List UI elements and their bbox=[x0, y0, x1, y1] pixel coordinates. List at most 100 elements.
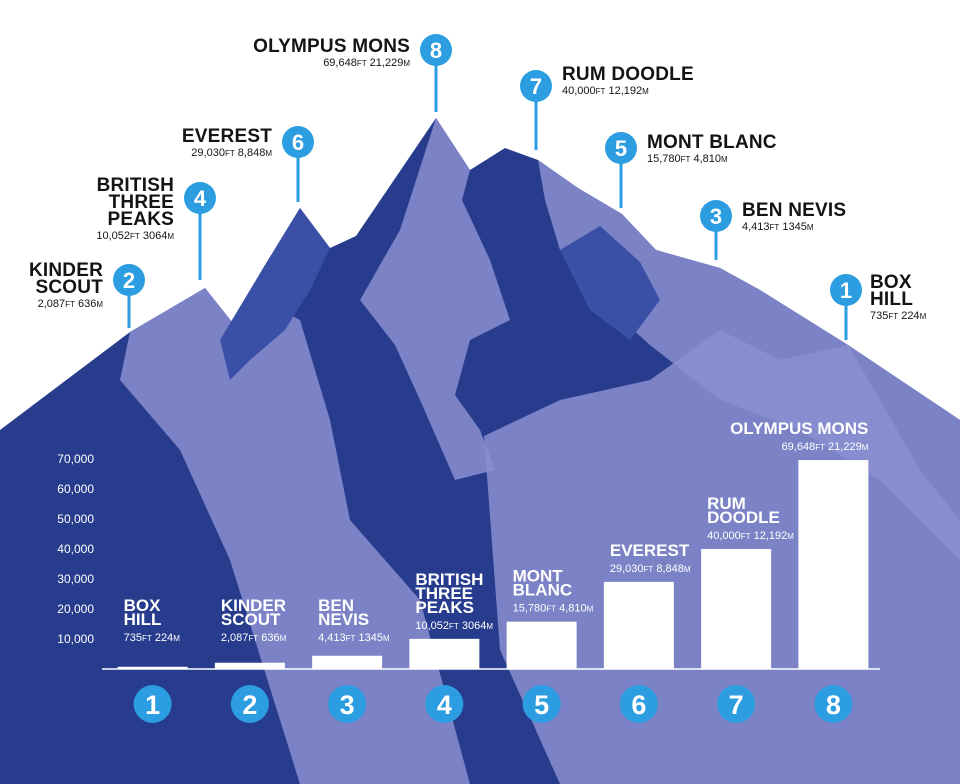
feet-value: 2,087 bbox=[221, 632, 249, 644]
rank-badge-8: 8 bbox=[814, 685, 853, 723]
rank-badge-circle bbox=[717, 685, 756, 723]
bar-name: KINDER bbox=[221, 596, 286, 615]
peak-marker-rank: 4 bbox=[194, 186, 207, 211]
mountain-mid-face bbox=[560, 226, 660, 340]
feet-unit: FT bbox=[741, 532, 751, 541]
mountain-light-face bbox=[120, 288, 470, 784]
feet-value: 15,780 bbox=[513, 603, 547, 615]
feet-unit: FT bbox=[770, 223, 780, 232]
metres-unit: M bbox=[787, 532, 794, 541]
metres-unit: M bbox=[173, 634, 180, 643]
bar-1 bbox=[117, 666, 188, 669]
peak-marker-badge bbox=[113, 264, 145, 296]
bar-name: NEVIS bbox=[318, 610, 369, 629]
rank-badge-3: 3 bbox=[328, 685, 367, 723]
feet-value: 10,052 bbox=[96, 230, 130, 242]
peak-name: KINDER bbox=[29, 260, 103, 281]
rank-badge-circle bbox=[230, 685, 269, 723]
rank-badge-circle bbox=[522, 685, 561, 723]
y-tick-label: 70,000 bbox=[57, 452, 94, 466]
metres-unit: M bbox=[920, 312, 927, 321]
feet-unit: FT bbox=[225, 149, 235, 158]
peak-marker-rank: 6 bbox=[292, 130, 304, 155]
peak-marker-rank: 5 bbox=[615, 136, 627, 161]
metres-value: 224 bbox=[898, 310, 919, 322]
y-tick-label: 40,000 bbox=[57, 542, 94, 556]
bar-height: 40,000FT 12,192M bbox=[707, 530, 794, 542]
peak-marker-badge bbox=[605, 132, 637, 164]
metres-unit: M bbox=[265, 149, 272, 158]
feet-unit: FT bbox=[65, 300, 75, 309]
feet-value: 4,413 bbox=[742, 221, 770, 233]
feet-value: 29,030 bbox=[610, 563, 644, 575]
rank-badge-circle bbox=[619, 685, 658, 723]
feet-value: 10,052 bbox=[415, 620, 449, 632]
bar-height: 4,413FT 1345M bbox=[318, 632, 390, 644]
peak-height: 15,780FT 4,810M bbox=[647, 153, 728, 165]
peak-marker-rank: 7 bbox=[530, 74, 542, 99]
bar-name: BOX bbox=[124, 596, 162, 615]
peak-height: 10,052FT 3064M bbox=[96, 230, 174, 242]
metres-value: 4,810 bbox=[690, 153, 721, 165]
metres-value: 3064 bbox=[459, 620, 487, 632]
peak-name: EVEREST bbox=[182, 126, 272, 147]
bar-name: EVEREST bbox=[610, 541, 690, 560]
feet-unit: FT bbox=[346, 634, 356, 643]
rank-badge-number: 4 bbox=[437, 690, 452, 720]
metres-value: 4,810 bbox=[556, 603, 587, 615]
feet-unit: FT bbox=[546, 605, 556, 614]
bar-6 bbox=[603, 581, 674, 669]
feet-value: 40,000 bbox=[707, 530, 741, 542]
bar-height: 69,648FT 21,229M bbox=[782, 441, 869, 453]
metres-unit: M bbox=[587, 605, 594, 614]
peak-name: BRITISH bbox=[97, 175, 174, 196]
metres-value: 224 bbox=[152, 632, 173, 644]
bar-name: SCOUT bbox=[221, 610, 281, 629]
bar-height: 2,087FT 636M bbox=[221, 632, 287, 644]
bar-5 bbox=[506, 621, 577, 669]
peak-name: BOX bbox=[870, 272, 912, 293]
peak-height: 69,648FT 21,229M bbox=[323, 57, 410, 69]
peak-height: 735FT 224M bbox=[870, 310, 927, 322]
feet-value: 40,000 bbox=[562, 85, 596, 97]
bar-name: BRITISH bbox=[415, 570, 483, 589]
metres-unit: M bbox=[383, 634, 390, 643]
rank-badge-circle bbox=[425, 685, 464, 723]
metres-unit: M bbox=[642, 87, 649, 96]
peak-name: MONT BLANC bbox=[647, 132, 777, 153]
y-tick-label: 60,000 bbox=[57, 482, 94, 496]
peak-height: 40,000FT 12,192M bbox=[562, 85, 649, 97]
peak-marker-rank: 2 bbox=[123, 268, 135, 293]
peak-name: SCOUT bbox=[36, 277, 104, 298]
rank-badge-circle bbox=[328, 685, 367, 723]
metres-value: 21,229 bbox=[367, 57, 404, 69]
peak-height: 2,087FT 636M bbox=[38, 298, 104, 310]
metres-value: 8,848 bbox=[653, 563, 684, 575]
rank-badge-circle bbox=[814, 685, 853, 723]
feet-unit: FT bbox=[357, 59, 367, 68]
peak-marker-badge bbox=[830, 274, 862, 306]
peak-height: 29,030FT 8,848M bbox=[191, 147, 272, 159]
feet-value: 735 bbox=[124, 632, 142, 644]
rank-badge-number: 3 bbox=[340, 690, 355, 720]
peak-marker-rank: 3 bbox=[710, 204, 722, 229]
peak-marker-badge bbox=[184, 182, 216, 214]
bar-name: THREE bbox=[415, 584, 473, 603]
rank-badge-5: 5 bbox=[522, 685, 561, 723]
metres-value: 636 bbox=[258, 632, 279, 644]
rank-badge-number: 8 bbox=[826, 690, 841, 720]
feet-unit: FT bbox=[815, 443, 825, 452]
metres-unit: M bbox=[862, 443, 869, 452]
